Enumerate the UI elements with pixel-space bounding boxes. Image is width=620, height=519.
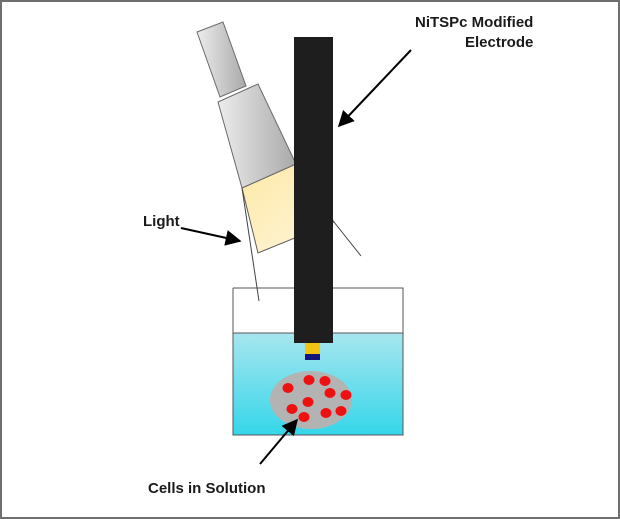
electrode-icon [294,37,333,343]
cell-icon [340,390,352,400]
cell-icon [286,404,298,414]
cell-icon [282,383,294,393]
cell-icon [324,388,336,398]
electrode-tip-gold [305,343,320,354]
cells-group [282,375,352,422]
cell-icon [303,375,315,385]
lamp-icon [196,21,297,189]
cells-arrow [259,418,299,465]
cells-label: Cells in Solution [148,480,266,497]
electrode-tip-blue [305,354,320,360]
lamp-handle [196,21,247,98]
light-ray-left [241,187,260,302]
cell-icon [302,397,314,407]
cell-icon [320,408,332,418]
light-ray-right [333,221,362,257]
cell-icon [298,412,310,422]
electrode-label-line1: NiTSPc Modified [415,14,534,31]
electrode-arrow [337,49,412,128]
cell-icon [319,376,331,386]
electrode-label: NiTSPc Modified Electrode [415,13,533,53]
cell-icon [335,406,347,416]
light-label: Light [143,213,180,230]
light-arrow [180,227,242,246]
electrode-label-line2: Electrode [464,34,534,51]
